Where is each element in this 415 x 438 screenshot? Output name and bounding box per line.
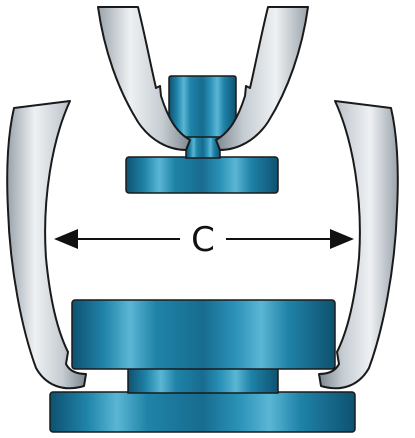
upper-workpiece-head	[168, 75, 237, 138]
lower-workpiece-neck	[127, 367, 279, 394]
upper-workpiece-neck	[185, 135, 221, 159]
upper-left-jaw	[97, 6, 191, 151]
upper-right-jaw	[215, 6, 309, 151]
lower-workpiece	[49, 299, 356, 433]
dimension-label: C	[191, 220, 215, 260]
arrowhead-right-icon	[330, 229, 354, 249]
arrowhead-left-icon	[54, 229, 78, 249]
upper-workpiece-base	[125, 156, 279, 194]
lower-workpiece-base	[49, 391, 356, 433]
dimension-c: C	[54, 220, 354, 260]
lower-left-jaw	[6, 100, 87, 390]
lower-right-jaw	[318, 100, 399, 390]
lower-workpiece-head	[71, 299, 336, 370]
